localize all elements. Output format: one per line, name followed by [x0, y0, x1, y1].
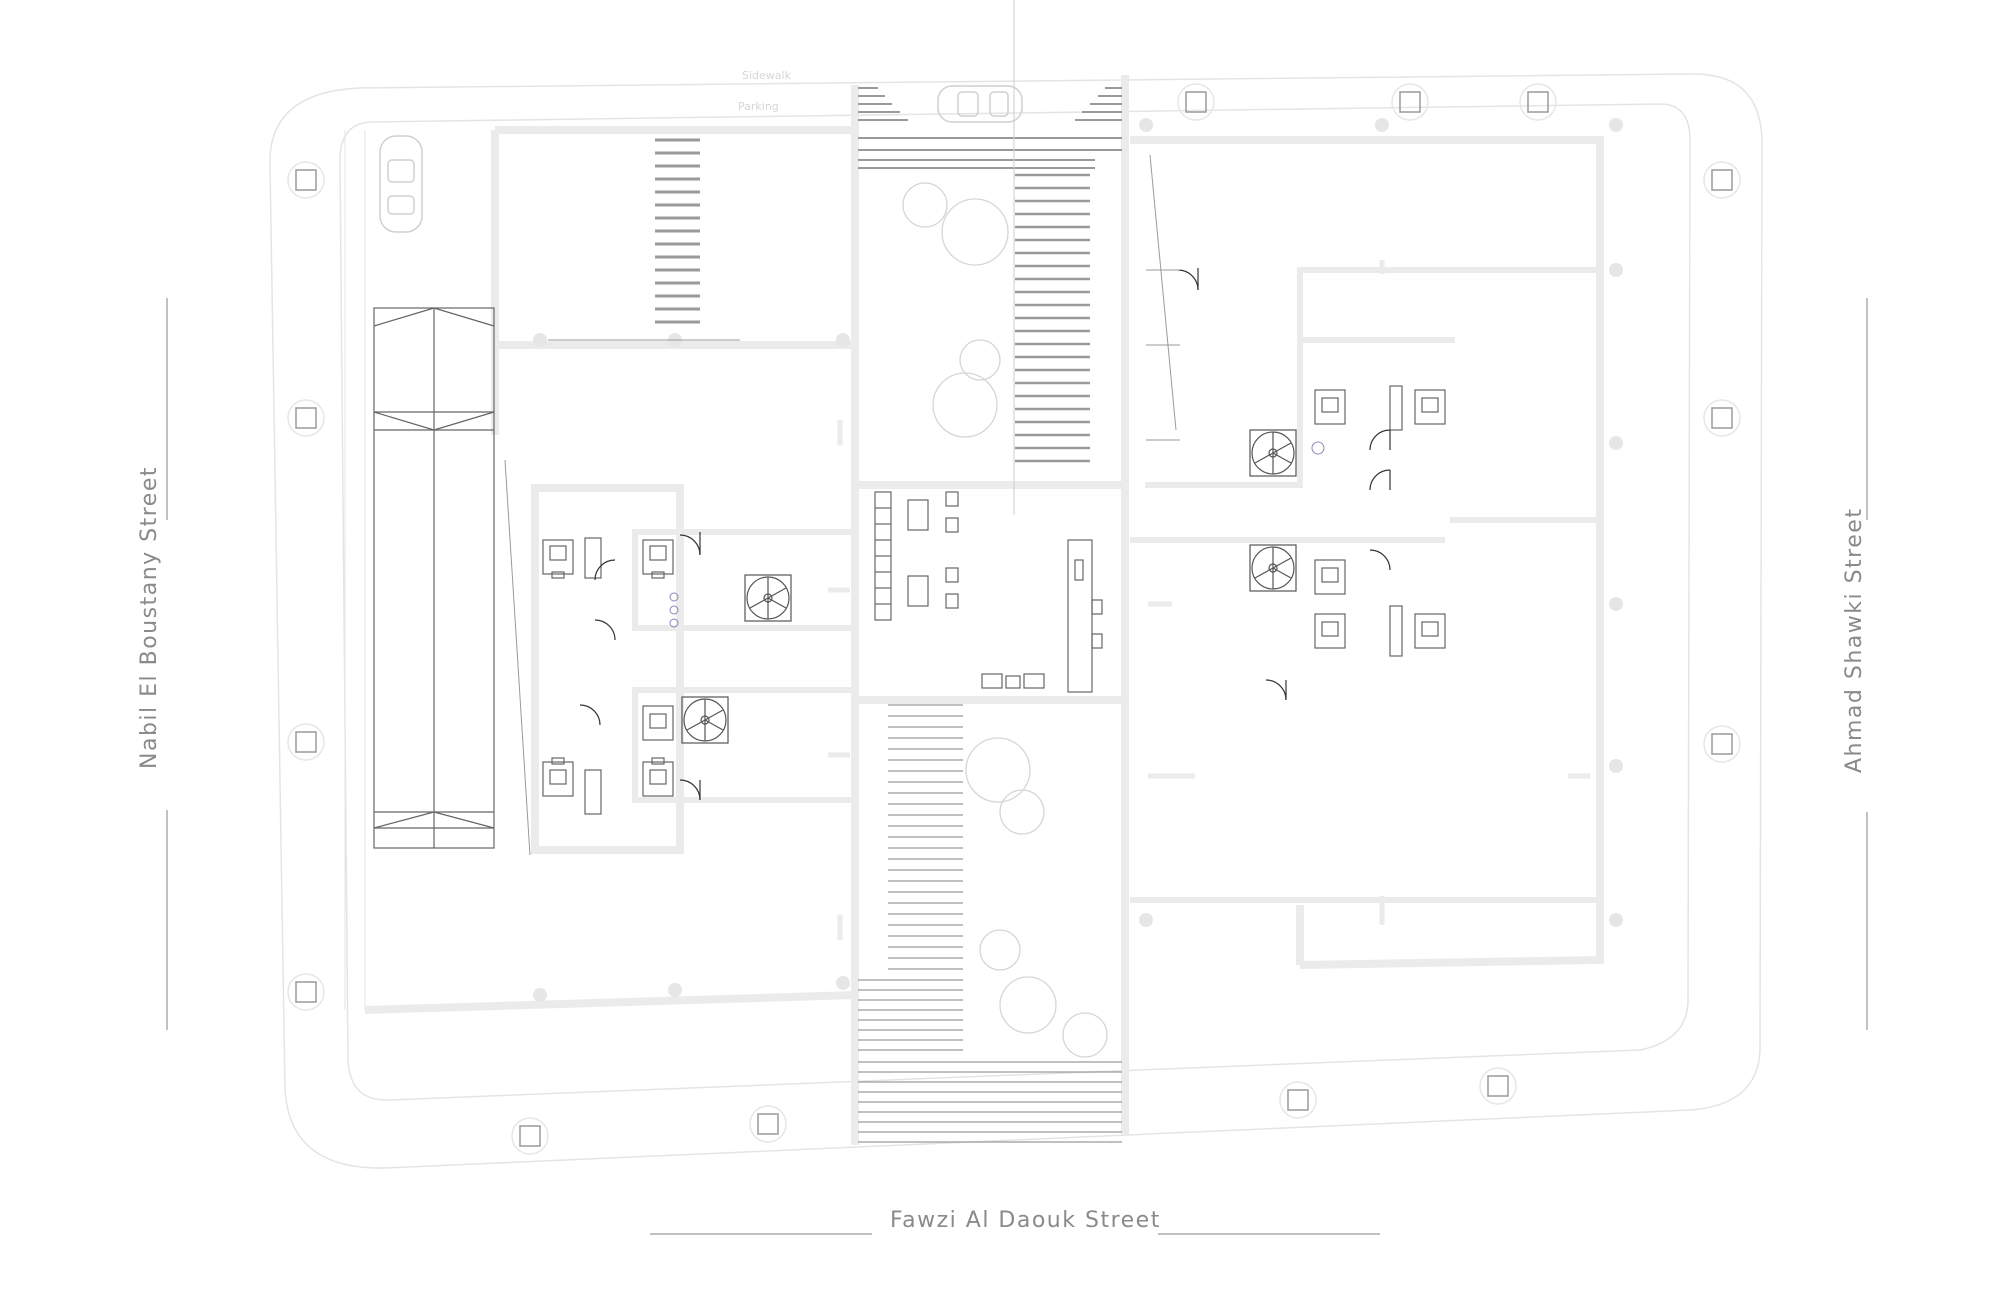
- stairs-courtyard-lower: [858, 704, 1122, 1143]
- toilet-fixtures: [542, 385, 1446, 815]
- street-trees: [287, 83, 1741, 1155]
- street-label-bottom: Fawzi Al Daouk Street: [890, 1208, 1161, 1233]
- sidewalk-label: Sidewalk: [742, 69, 791, 82]
- parked-car-top-icon: [937, 85, 1023, 123]
- fixture-icons: [669, 441, 1325, 628]
- building-walls: [364, 75, 1604, 1145]
- glazing-lines: [504, 154, 1180, 856]
- street-guide-lines: [166, 298, 1868, 1235]
- parking-label: Parking: [738, 100, 779, 113]
- site-boundary: [269, 73, 1763, 1169]
- street-label-left: Nabil El Boustany Street: [137, 466, 162, 769]
- stairs-top-entry: [858, 87, 1122, 169]
- door-swings: [579, 268, 1391, 801]
- street-label-right: Ahmad Shawki Street: [1842, 507, 1867, 773]
- stairs-courtyard-upper: [1015, 173, 1090, 463]
- lounge-furniture: [874, 491, 1103, 693]
- parked-car-icon: [379, 135, 423, 233]
- interior-marks: [828, 260, 1590, 940]
- courtyard-trees: [902, 182, 1108, 1058]
- stairs-upper-left: [655, 138, 700, 324]
- ramp-left: [373, 307, 495, 849]
- parking-strip-left: [344, 130, 366, 1010]
- spiral-stairs: [681, 429, 1297, 744]
- columns: [533, 118, 1623, 1002]
